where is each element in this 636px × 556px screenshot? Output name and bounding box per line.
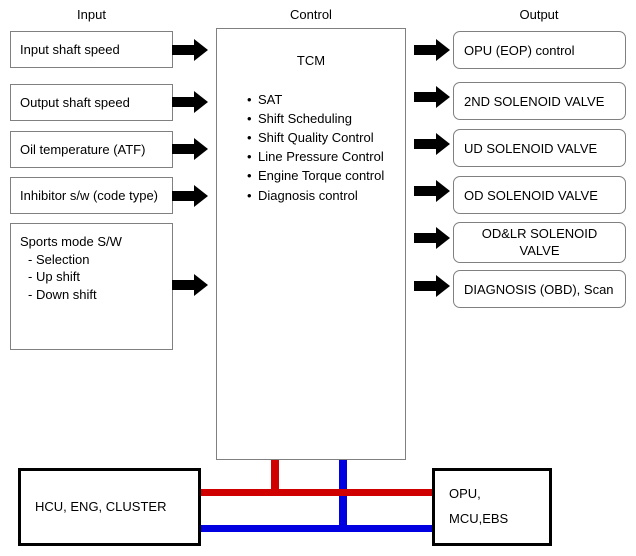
tcm-feature-label: Shift Quality Control [258,130,374,146]
arrow-output-6 [414,275,450,297]
output-box-od-lr-solenoid-valve[interactable]: OD&LR SOLENOID VALVE [453,222,626,263]
network-box-label-line: OPU, [449,486,481,502]
tcm-feature-item: • Engine Torque control [247,166,384,185]
tcm-feature-label: Diagnosis control [258,187,358,203]
network-box-label: HCU, ENG, CLUSTER [35,498,167,514]
output-box-2nd-solenoid-valve[interactable]: 2ND SOLENOID VALVE [453,82,626,120]
bullet-icon: • [247,149,252,165]
output-box-label: 2ND SOLENOID VALVE [464,93,605,109]
sports-mode-item-selection: - Selection [28,251,90,267]
control-box-tcm[interactable]: TCM • SAT • Shift Scheduling • Shift Qualit… [216,28,406,460]
input-box-label: Inhibitor s/w (code type) [20,188,159,203]
output-box-label-line: OD&LR SOLENOID [481,226,598,242]
bullet-icon: • [247,130,252,146]
column-header-input: Input [77,7,106,22]
arrow-output-3 [414,133,450,155]
tcm-feature-label: Shift Scheduling [258,111,352,127]
output-box-od-solenoid-valve[interactable]: OD SOLENOID VALVE [453,176,626,214]
sports-mode-item-down-shift: - Down shift [28,286,97,302]
arrow-input-5 [172,274,208,296]
output-box-ud-solenoid-valve[interactable]: UD SOLENOID VALVE [453,129,626,167]
network-box-label-line: MCU,EBS [449,511,509,526]
input-box-label: Output shaft speed [20,95,130,110]
bullet-icon: • [247,111,252,127]
tcm-feature-item: • Shift Scheduling [247,109,384,128]
output-box-opu-eop-control[interactable]: OPU (EOP) control [453,31,626,69]
column-header-output: Output [519,7,559,22]
input-box-input-shaft-speed[interactable]: Input shaft speed [10,31,173,68]
tcm-feature-item: • Shift Quality Control [247,128,384,147]
network-box-hcu-eng-cluster[interactable]: HCU, ENG, CLUSTER [18,468,201,546]
arrow-output-2 [414,86,450,108]
tcm-feature-item: • Line Pressure Control [247,147,384,166]
input-box-label: Oil temperature (ATF) [20,142,146,157]
input-box-sports-mode[interactable]: Sports mode S/W - Selection - Up shift -… [10,223,173,350]
network-box-opu-mcu-ebs[interactable]: OPU, MCU,EBS [432,468,552,546]
output-box-label-line: VALVE [519,242,560,258]
bus-line-red-horizontal [196,489,438,496]
output-box-label: DIAGNOSIS (OBD), Scan [464,281,614,297]
tcm-feature-label: Line Pressure Control [258,149,384,165]
sports-mode-title: Sports mode S/W [20,234,122,249]
output-box-label: OD SOLENOID VALVE [464,187,598,203]
arrow-output-4 [414,180,450,202]
input-box-oil-temperature[interactable]: Oil temperature (ATF) [10,131,173,168]
output-box-label: OPU (EOP) control [464,42,575,58]
tcm-feature-item: • SAT [247,90,384,109]
sports-mode-item-up-shift: - Up shift [28,269,81,285]
bullet-icon: • [247,168,252,184]
tcm-feature-label: SAT [258,92,283,107]
tcm-feature-label: Engine Torque control [258,168,385,184]
arrow-output-1 [414,39,450,61]
tcm-title: TCM [296,53,326,68]
arrow-input-3 [172,138,208,160]
tcm-feature-item: • Diagnosis control [247,186,384,205]
input-box-label: Input shaft speed [20,42,120,57]
bus-line-blue-horizontal [196,525,438,532]
input-box-output-shaft-speed[interactable]: Output shaft speed [10,84,173,121]
bus-line-red-vertical [271,460,279,493]
bullet-icon: • [247,187,252,203]
bullet-icon: • [247,92,252,107]
input-box-inhibitor-switch[interactable]: Inhibitor s/w (code type) [10,177,173,214]
tcm-feature-list: • SAT • Shift Scheduling • Shift Quality Co… [247,90,384,205]
arrow-input-1 [172,39,208,61]
arrow-input-2 [172,91,208,113]
output-box-diagnosis-obd-scan[interactable]: DIAGNOSIS (OBD), Scan [453,270,626,308]
arrow-input-4 [172,185,208,207]
arrow-output-5 [414,227,450,249]
column-header-control: Control [290,7,332,22]
output-box-label: UD SOLENOID VALVE [464,140,598,156]
output-box-label: OD&LR SOLENOID VALVE [482,226,598,259]
